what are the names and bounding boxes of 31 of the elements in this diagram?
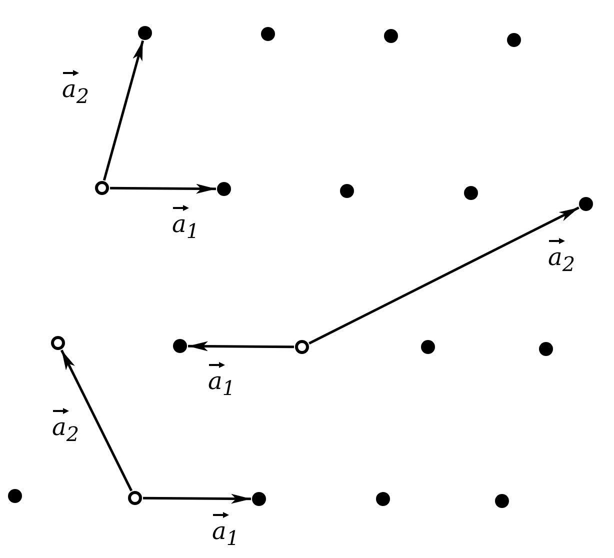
origin-point [95,181,109,195]
lattice-point [421,340,435,354]
lattice-point [507,33,521,47]
origin-point [295,340,309,354]
lattice-point [340,184,354,198]
vector-arrow [143,494,251,504]
lattice-point [376,492,390,506]
vector-label: a$_{2}$ [62,70,90,106]
vector-arrow [60,350,133,492]
vector-label: a$_{1}$ [172,205,200,241]
lattice-point [217,182,231,196]
vector-label: a$_{2}$ [548,238,576,274]
vector-label: a$_{1}$ [212,512,240,548]
lattice-point [261,27,275,41]
lattice-point [252,492,266,506]
lattice-point [384,29,398,43]
vector-arrow [188,341,294,352]
lattice-point [539,342,553,356]
vector-label: a$_{2}$ [52,408,80,444]
vector-arrow [110,184,216,194]
vector-arrow [102,40,144,181]
origin-point [51,336,65,350]
origin-point [128,491,142,505]
lattice-point [138,26,152,40]
lattice-point [579,197,593,211]
vector-arrow [308,206,580,345]
lattice-point [464,186,478,200]
vector-label: a$_{1}$ [208,362,236,398]
lattice-point [495,494,509,508]
lattice-point [173,339,187,353]
lattice-point [8,489,22,503]
